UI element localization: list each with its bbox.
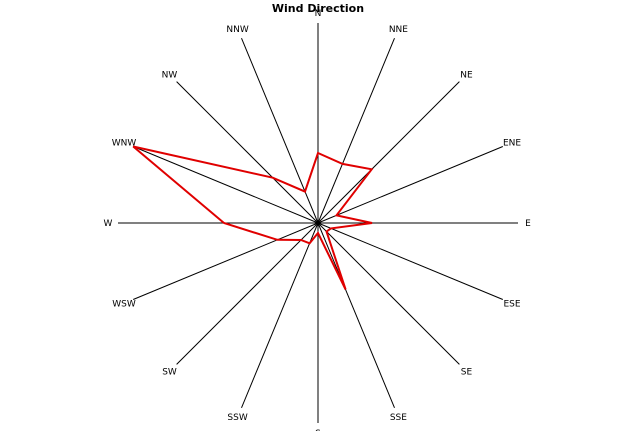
spoke-sse: [317, 222, 395, 408]
spoke-ene: [317, 146, 503, 224]
series-group: [132, 145, 374, 290]
direction-label-nne: NNE: [389, 25, 408, 35]
direction-labels: N NNE NE ENE E ESE SE SSE S SSW SW WSW W WNW NW NNW: [104, 9, 532, 431]
direction-label-ne: NE: [460, 71, 473, 81]
direction-label-w: W: [104, 219, 113, 229]
spoke-wnw: [133, 146, 319, 224]
spoke-ne: [317, 81, 460, 224]
spoke-ssw: [241, 222, 319, 408]
series-line-0: [132, 145, 374, 290]
direction-label-ese: ESE: [503, 299, 520, 309]
direction-label-wsw: WSW: [112, 299, 136, 309]
direction-label-ssw: SSW: [227, 413, 247, 423]
direction-label-sse: SSE: [390, 413, 407, 423]
direction-label-nw: NW: [162, 71, 178, 81]
axis-spokes: [118, 23, 518, 423]
direction-label-s: S: [315, 429, 321, 431]
direction-label-ene: ENE: [503, 139, 521, 149]
spoke-wsw: [133, 222, 319, 300]
chart-title: Wind Direction: [272, 2, 364, 15]
spoke-nw: [176, 81, 319, 224]
spoke-ese: [317, 222, 503, 300]
spoke-nne: [317, 38, 395, 224]
direction-label-sw: SW: [162, 368, 177, 378]
spoke-se: [317, 222, 460, 365]
direction-label-e: E: [525, 219, 531, 229]
direction-label-nnw: NNW: [226, 25, 248, 35]
direction-label-n: N: [315, 9, 322, 19]
spoke-sw: [176, 222, 319, 365]
direction-label-wnw: WNW: [112, 139, 137, 149]
direction-label-se: SE: [461, 368, 473, 378]
spoke-nnw: [241, 38, 319, 224]
